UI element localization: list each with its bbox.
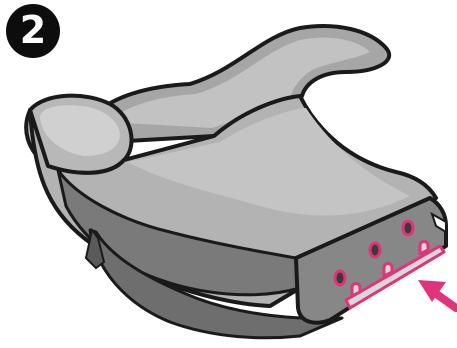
seat-backrest-inner [108, 38, 370, 128]
slot-1 [335, 271, 345, 285]
slot-3 [403, 221, 413, 235]
direction-arrow-icon [418, 280, 456, 308]
rail-clip-3 [420, 242, 428, 255]
slot-2 [370, 243, 380, 257]
rail-clip-1 [352, 284, 360, 297]
rail-clip-2 [384, 264, 392, 277]
